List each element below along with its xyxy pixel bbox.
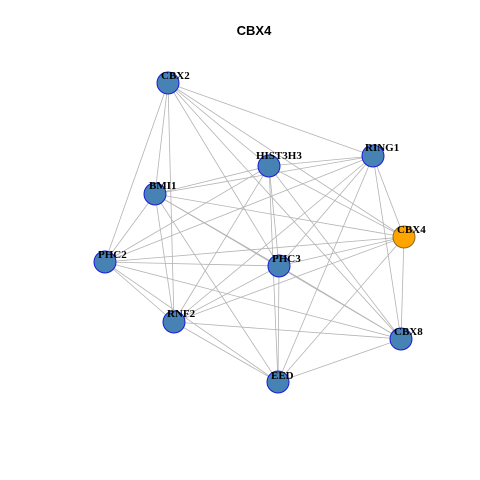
node-label-eed: EED: [271, 370, 294, 382]
edge-phc2-rnf2: [104, 261, 175, 323]
edge-bmi1-cbx4: [154, 193, 405, 238]
node-label-ring1: RING1: [365, 142, 399, 154]
node-label-phc3: PHC3: [272, 253, 301, 265]
edge-hist3h3-cbx4: [268, 165, 405, 238]
node-label-rnf2: RNF2: [167, 308, 196, 320]
edge-cbx4-cbx8: [400, 236, 405, 340]
node-circle-cbx2[interactable]: [156, 71, 180, 95]
node-circle-ring1[interactable]: [361, 144, 385, 168]
node-circle-hist3h3[interactable]: [257, 154, 281, 178]
edge-hist3h3-phc2: [104, 165, 270, 263]
edge-cbx2-bmi1: [154, 82, 169, 195]
node-eed[interactable]: EED: [266, 370, 294, 394]
edge-hist3h3-phc3: [268, 165, 280, 267]
edge-bmi1-eed: [154, 193, 279, 383]
edge-cbx4-eed: [277, 236, 405, 383]
node-phc2[interactable]: PHC2: [93, 249, 127, 274]
node-label-cbx2: CBX2: [161, 70, 190, 82]
edge-bmi1-phc2: [104, 193, 156, 263]
edge-rnf2-eed: [173, 321, 279, 383]
edge-cbx2-ring1: [167, 82, 374, 157]
node-circle-eed[interactable]: [266, 370, 290, 394]
edge-phc2-eed: [104, 261, 279, 383]
node-circle-bmi1[interactable]: [143, 182, 167, 206]
edge-phc3-eed: [277, 265, 280, 383]
node-ring1[interactable]: RING1: [361, 142, 399, 168]
node-label-bmi1: BMI1: [149, 180, 177, 192]
edge-ring1-rnf2: [173, 155, 374, 323]
node-cbx4[interactable]: CBX4: [392, 224, 426, 249]
node-circle-cbx4[interactable]: [392, 225, 416, 249]
node-circle-rnf2[interactable]: [162, 310, 186, 334]
graph-title: CBX4: [237, 23, 272, 38]
edge-layer: [104, 82, 405, 383]
edge-hist3h3-bmi1: [154, 165, 270, 195]
edge-phc2-cbx8: [104, 261, 402, 340]
edge-hist3h3-ring1: [268, 155, 374, 167]
edge-cbx2-rnf2: [167, 82, 175, 323]
edge-phc3-cbx8: [278, 265, 402, 340]
edge-bmi1-rnf2: [154, 193, 175, 323]
edge-cbx2-cbx4: [167, 82, 405, 238]
edge-ring1-phc2: [104, 155, 374, 263]
edge-cbx4-phc2: [104, 236, 405, 263]
edge-ring1-cbx8: [372, 155, 402, 340]
edge-cbx2-hist3h3: [167, 82, 270, 167]
node-circle-phc2[interactable]: [93, 250, 117, 274]
node-circle-phc3[interactable]: [267, 254, 291, 278]
node-cbx2[interactable]: CBX2: [156, 70, 190, 95]
edge-rnf2-cbx8: [173, 321, 402, 340]
node-label-hist3h3: HIST3H3: [256, 150, 302, 162]
edge-hist3h3-rnf2: [173, 165, 270, 323]
edge-cbx8-eed: [277, 338, 402, 383]
node-hist3h3[interactable]: HIST3H3: [256, 150, 302, 178]
node-circle-cbx8[interactable]: [389, 327, 413, 351]
node-rnf2[interactable]: RNF2: [162, 308, 196, 334]
node-label-cbx8: CBX8: [394, 326, 423, 338]
edge-ring1-eed: [277, 155, 374, 383]
node-cbx8[interactable]: CBX8: [389, 326, 423, 351]
edge-cbx4-phc3: [278, 236, 405, 267]
node-bmi1[interactable]: BMI1: [143, 180, 177, 206]
edge-hist3h3-cbx8: [268, 165, 402, 340]
edge-cbx2-cbx8: [167, 82, 402, 340]
edge-phc3-rnf2: [173, 265, 280, 323]
node-label-cbx4: CBX4: [397, 224, 426, 236]
node-label-phc2: PHC2: [98, 249, 127, 261]
edge-cbx2-phc3: [167, 82, 280, 267]
node-phc3[interactable]: PHC3: [267, 253, 301, 278]
edge-ring1-cbx4: [372, 155, 405, 238]
edge-phc2-phc3: [104, 261, 280, 267]
edge-cbx2-phc2: [104, 82, 169, 263]
edge-ring1-phc3: [278, 155, 374, 267]
edge-cbx4-rnf2: [173, 236, 405, 323]
